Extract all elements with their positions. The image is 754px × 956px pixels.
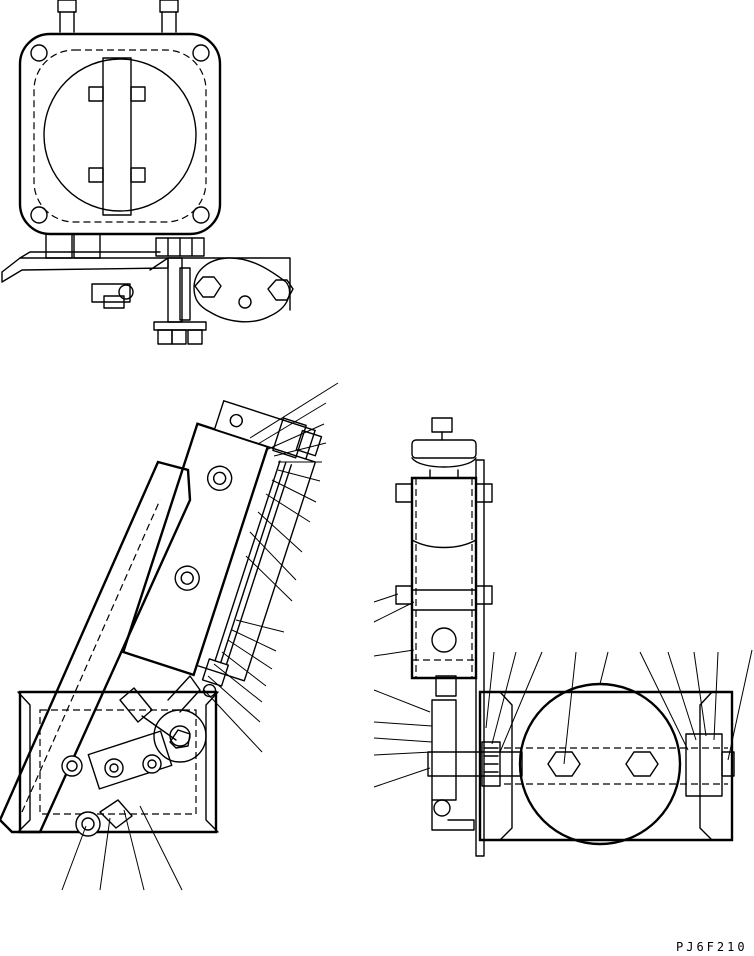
actuator-body: [412, 478, 476, 678]
top-view-valve-assembly: [2, 0, 293, 344]
valve-housing: [20, 692, 216, 832]
drawing-code: PJ6F210: [676, 940, 748, 954]
valve-bore: [44, 59, 196, 211]
butterfly-plate: [103, 58, 131, 215]
side-view-right: [374, 418, 752, 856]
actuator-disc: [194, 258, 289, 322]
valve-housing-front: [480, 692, 732, 840]
side-view-left: [0, 383, 338, 890]
square-flange: [20, 34, 220, 234]
lever-pivot: [154, 710, 206, 762]
